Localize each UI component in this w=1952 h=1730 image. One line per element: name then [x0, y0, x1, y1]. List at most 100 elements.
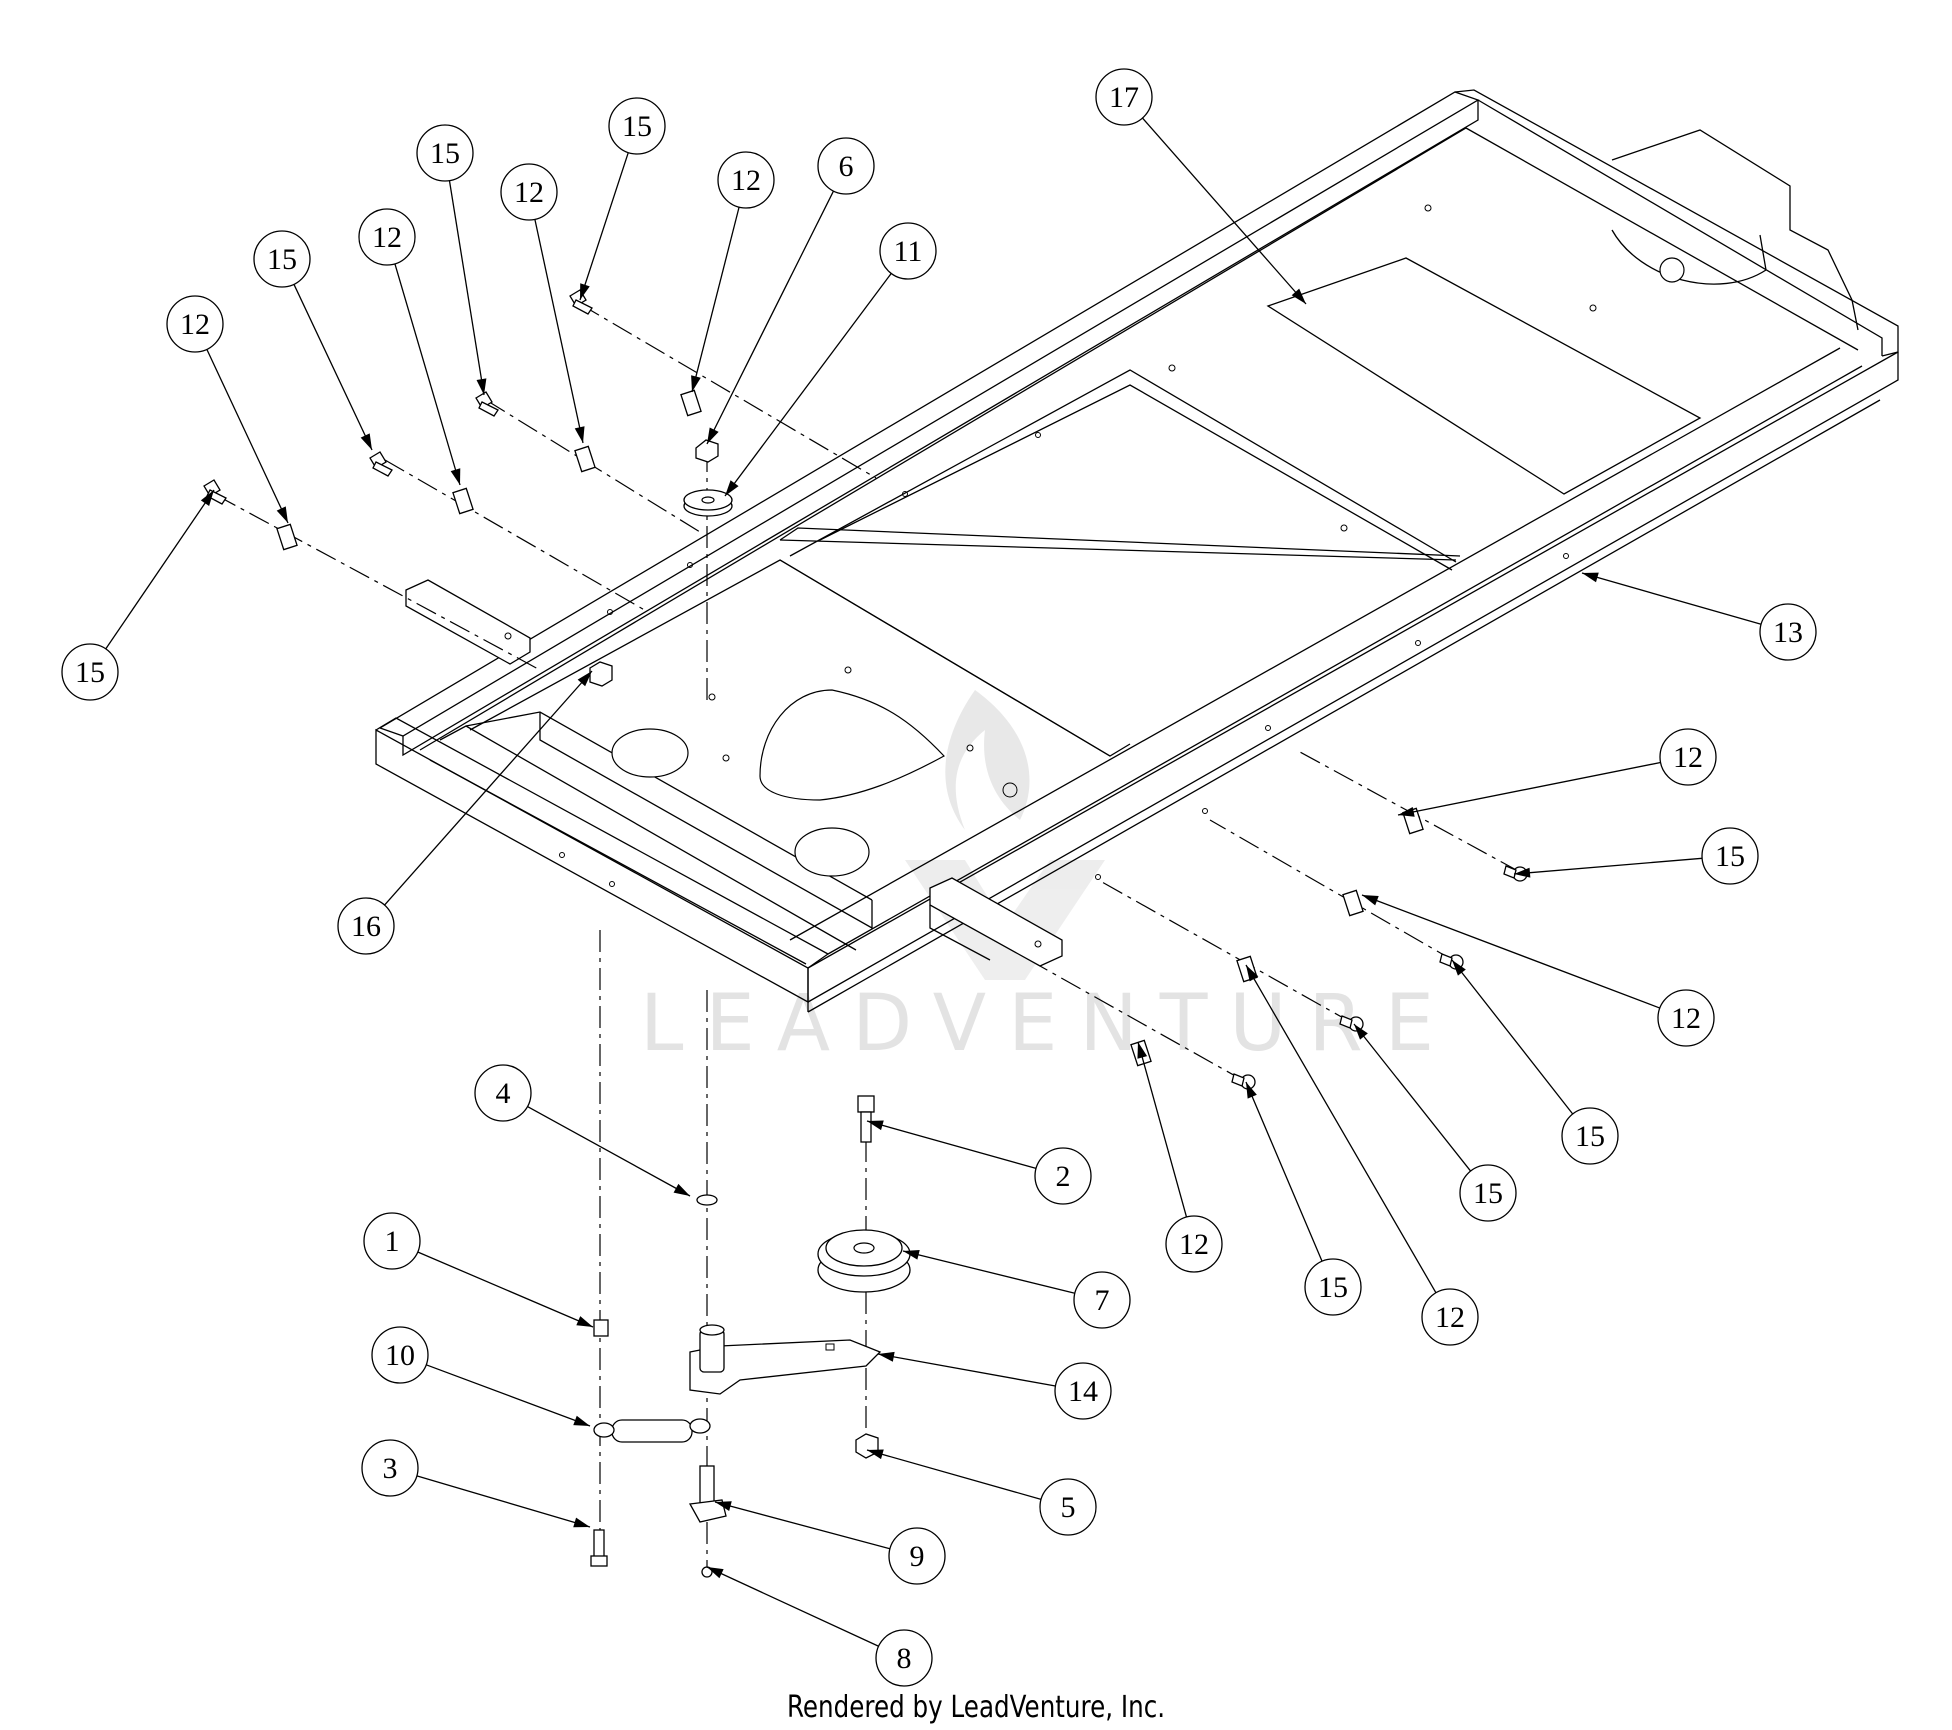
leader-line	[426, 1364, 591, 1427]
callout-circle	[1659, 728, 1717, 786]
leader-line	[384, 670, 593, 906]
callout-circle	[500, 163, 558, 221]
callout-circle	[1073, 1271, 1131, 1329]
leader-line	[866, 1449, 1042, 1500]
leader-line	[724, 273, 892, 497]
callout-label: 11	[894, 235, 923, 268]
callout-circle	[1657, 989, 1715, 1047]
bolt-icon	[475, 391, 499, 417]
callout-circle	[1701, 827, 1759, 885]
callout-circle	[358, 208, 416, 266]
leader-line	[1245, 964, 1437, 1294]
idler-arm-icon	[689, 1324, 882, 1395]
callout-3: 3	[361, 1439, 591, 1528]
callout-label: 12	[731, 164, 761, 197]
callout-label: 2	[1056, 1160, 1071, 1193]
callout-circle	[474, 1064, 532, 1122]
leader-line	[1142, 117, 1307, 305]
callout-circle	[1034, 1147, 1092, 1205]
callout-17: 17	[1095, 68, 1307, 305]
arrowhead	[1246, 965, 1259, 982]
arrowhead	[1514, 867, 1531, 878]
callout-label: 17	[1109, 81, 1139, 114]
callout-circle	[61, 643, 119, 701]
callout-12: 12	[358, 208, 461, 486]
callout-circle	[875, 1629, 933, 1687]
arrowhead	[476, 378, 487, 395]
nut-icon	[593, 1319, 609, 1337]
leader-line	[534, 219, 584, 444]
arrowhead	[574, 426, 585, 443]
callout-15: 15	[1353, 1023, 1517, 1222]
callout-15: 15	[579, 97, 666, 301]
leader-line	[579, 152, 629, 301]
callout-16: 16	[337, 670, 593, 955]
leader-line	[866, 1120, 1037, 1170]
callout-circle	[1459, 1164, 1517, 1222]
callout-6: 6	[706, 137, 875, 445]
arrowhead	[1246, 1082, 1257, 1099]
arrowhead	[1362, 895, 1379, 906]
washer-icon	[683, 489, 733, 517]
nut-icon	[695, 439, 719, 463]
callout-12: 12	[1361, 894, 1715, 1047]
arrowhead	[573, 1517, 590, 1528]
callout-15: 15	[1245, 1081, 1362, 1316]
callout-circle	[608, 97, 666, 155]
callout-circle	[1421, 1288, 1479, 1346]
callout-label: 5	[1061, 1491, 1076, 1524]
arrowhead	[715, 1501, 732, 1511]
callout-label: 12	[1673, 741, 1703, 774]
nut-icon	[589, 661, 613, 687]
leader-line	[206, 349, 289, 524]
callout-label: 4	[496, 1077, 511, 1110]
callout-label: 12	[1435, 1301, 1465, 1334]
callout-11: 11	[724, 222, 937, 497]
callout-circle	[817, 137, 875, 195]
leader-line	[1137, 1041, 1188, 1218]
leader-line	[1581, 572, 1762, 625]
leader-line	[691, 206, 740, 393]
arrowhead	[200, 490, 214, 507]
callout-10: 10	[371, 1326, 591, 1427]
arrowhead	[707, 1567, 724, 1579]
callout-label: 15	[1575, 1120, 1605, 1153]
arrowhead	[360, 433, 372, 450]
callout-label: 8	[897, 1642, 912, 1675]
pulley-icon	[817, 1229, 911, 1293]
callout-label: 1	[385, 1225, 400, 1258]
leader-line	[902, 1250, 1075, 1294]
callout-7: 7	[902, 1249, 1131, 1329]
bolt-icon	[857, 1095, 875, 1143]
leader-line	[527, 1105, 691, 1197]
callout-12: 12	[1137, 1041, 1223, 1273]
arrowhead	[878, 1351, 895, 1362]
leader-line	[394, 263, 461, 486]
arrowhead	[673, 1183, 690, 1196]
leader-line	[1397, 761, 1661, 816]
callout-circle	[888, 1527, 946, 1585]
callout-circle	[1095, 68, 1153, 126]
callout-label: 10	[385, 1339, 415, 1372]
callout-12: 12	[691, 151, 775, 393]
arrowhead	[276, 506, 288, 523]
clip-icon	[680, 389, 702, 417]
callout-label: 15	[267, 243, 297, 276]
arrowhead	[1452, 960, 1466, 976]
callout-circle	[363, 1212, 421, 1270]
callout-label: 16	[351, 910, 381, 943]
arrowhead	[450, 468, 461, 485]
leader-line	[417, 1251, 594, 1328]
spring-icon	[593, 1418, 711, 1443]
callout-label: 12	[1671, 1002, 1701, 1035]
callout-circle	[166, 295, 224, 353]
callout-circle	[371, 1326, 429, 1384]
clip-icon	[276, 523, 298, 551]
callout-1: 1	[363, 1212, 594, 1328]
callout-15: 15	[416, 124, 487, 396]
callout-12: 12	[500, 163, 585, 444]
callout-circle	[879, 222, 937, 280]
callout-circle	[1039, 1478, 1097, 1536]
clip-icon	[1342, 889, 1364, 917]
